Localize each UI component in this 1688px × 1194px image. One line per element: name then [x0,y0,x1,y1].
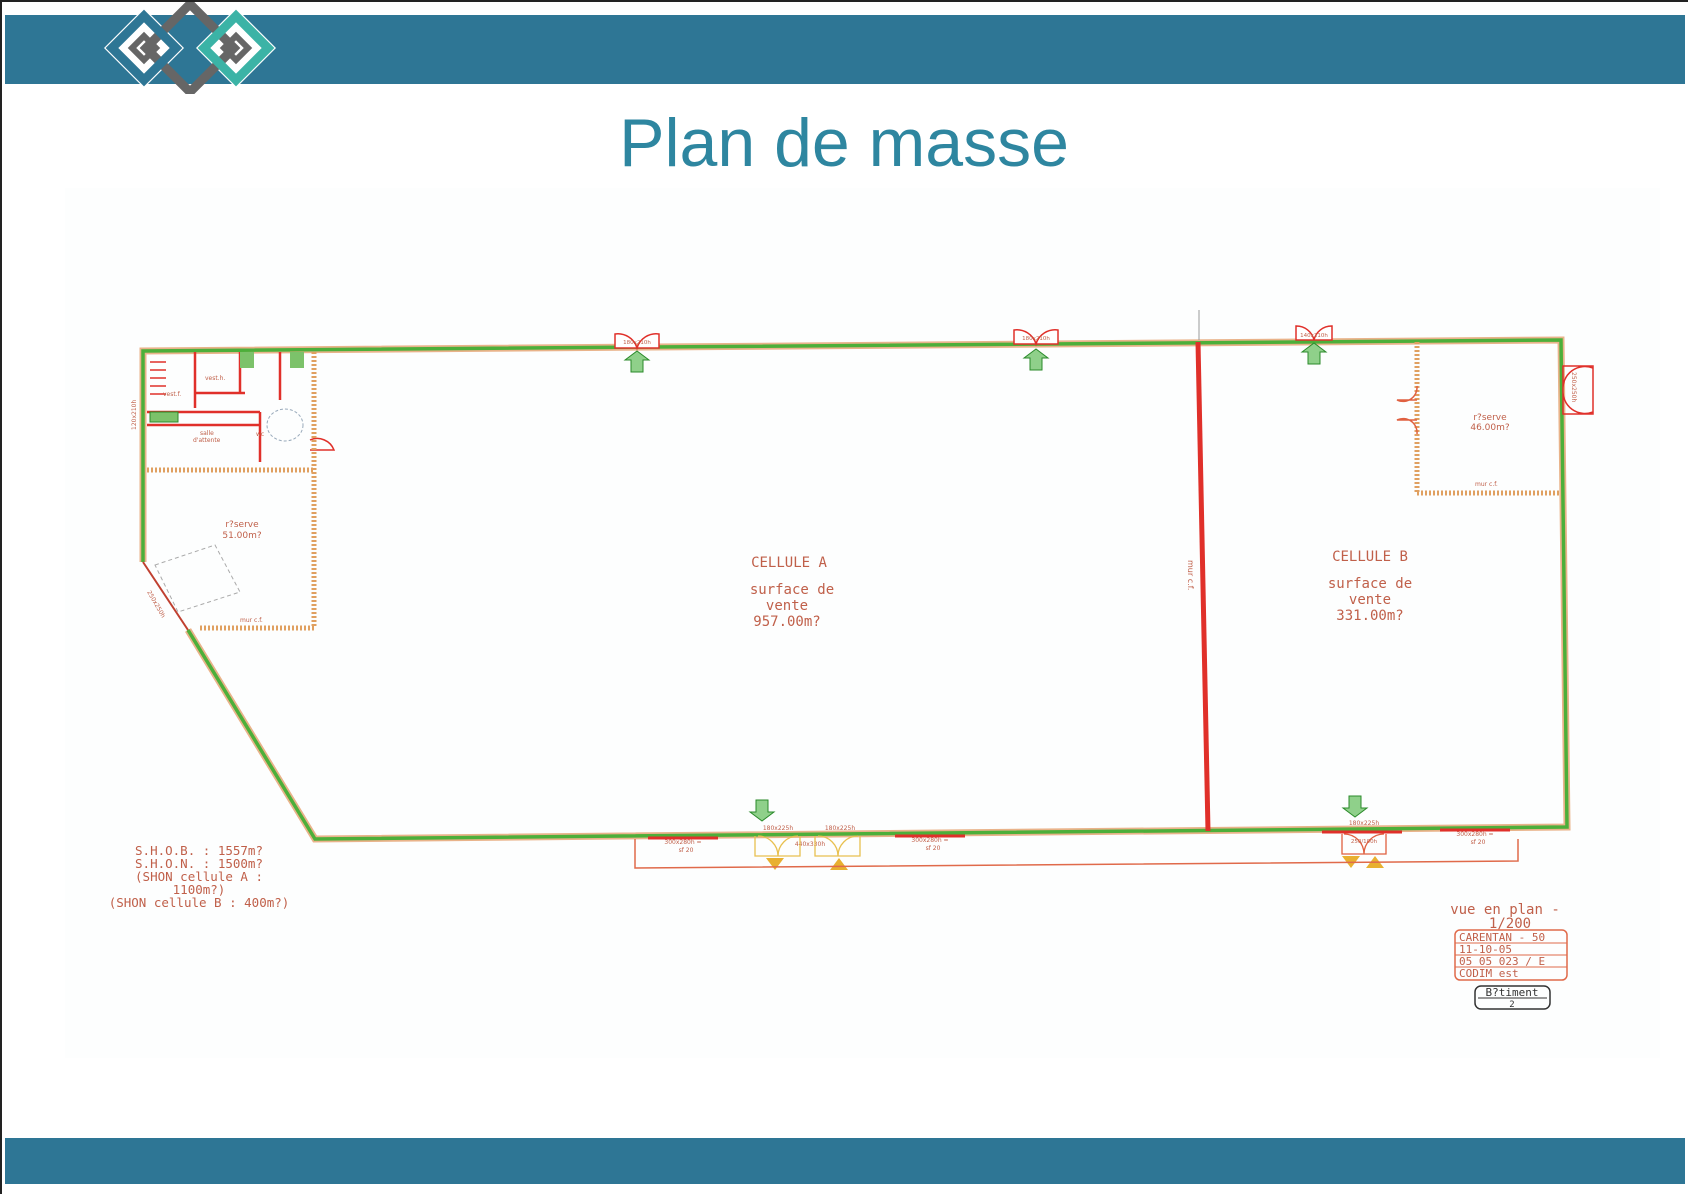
plan-doors-left: 120x210h [131,400,138,430]
plan-rooms-salle: salle [200,430,214,437]
bottom-doors: 180x225h 180x225h 440x330h 180x225h 250/… [748,795,1402,870]
plan-cellule_b-line1: surface de [1328,576,1412,592]
footer-band [5,1138,1685,1184]
reserve-a-walls [147,352,317,631]
plan-notes-2: (SHON cellule A : [135,869,263,884]
wc-fixture [290,352,304,368]
plan-doors-top3: 140x210h [1300,333,1328,339]
plan-title_block-building_no: 2 [1509,1000,1514,1010]
plan-doors-bottom1: 180x225h [763,825,793,832]
cellule-a-label: CELLULE A surface de vente 957.00m? [750,555,834,630]
entry-arrow-icon [766,858,784,870]
plan-doors-top2: 180x210h [1022,336,1050,342]
plan-doors-sf3: 300x280h = [1456,831,1493,838]
plan-rooms-mur_cf: mur c.f. [1475,481,1498,488]
plan-doors-sf3b: sf 20 [1471,839,1486,846]
plan-cellule_b-line2: vente [1349,592,1391,608]
sidewalk-line [634,839,1519,869]
page-title: Plan de masse [619,105,1069,181]
plan-rooms-mur_cf: mur c.f. [240,617,263,624]
plan-doors-sf1: 300x280h = [664,839,701,846]
cellule-b-label: CELLULE B surface de vente 331.00m? [1328,549,1412,624]
plan-reserve_b-name: r?serve [1473,413,1507,423]
plan-title_block-rows-2: 05 05 023 / E [1459,955,1545,968]
plan-doors-top1: 180x210h [623,340,651,346]
top-door-2: 180x210h [1013,329,1059,371]
dashed-outline [154,544,241,613]
plan-notes-3: 1100m?) [173,882,226,897]
plan-doors-bottom3_split: 250/100h [1351,839,1378,845]
plan-reserve_b-area: 46.00m? [1470,423,1510,433]
shop-fronts: 300x280h = sf 20 300x280h = sf 20 300x28… [648,828,1510,854]
title-block: vue en plan - 1/200 CARENTAN - 50 11-10-… [1450,902,1568,1010]
plan-cellule_b-area: 331.00m? [1336,608,1403,624]
plan-doors-right: 250x250h [1570,372,1577,402]
reserve-b-door [1396,385,1418,435]
plan-doors-bottom2: 180x225h [825,825,855,832]
plan-notes-0: S.H.O.B. : 1557m? [135,843,263,858]
header-band [5,15,1685,84]
four-diamonds-logo [104,2,276,94]
plan-title_block-building: B?timent [1486,986,1539,999]
plan-doors-sf2b: sf 20 [926,845,941,852]
plan-title_block-rows-1: 11-10-05 [1459,943,1512,956]
plan-notes-4: (SHON cellule B : 400m?) [109,895,290,910]
plan-doors-bottom3: 180x225h [1349,820,1379,827]
plan-cellule_a-line1: surface de [750,582,834,598]
top-door-1: 180x210h [614,333,660,373]
plan-rooms-attente: d'attente [193,437,221,444]
plan-rooms-wc: wc [256,431,264,438]
plan-doors-sf1b: sf 20 [679,847,694,854]
outer-walls [139,336,1571,843]
cellule-divider-wall [1195,341,1211,832]
surface-notes: S.H.O.B. : 1557m? S.H.O.N. : 1500m? (SHO… [109,843,290,910]
plan-rooms-vest_h: vest.h. [205,375,225,382]
divider-label: mur c.f. [1186,560,1195,590]
plan-doors-sf2: 300x280h = [911,837,948,844]
plan-cellule_a-area: 957.00m? [753,614,820,630]
diagonal-door [142,561,189,631]
plan-cellule_a-line2: vente [766,598,808,614]
plan-title_block-scale: 1/200 [1489,916,1531,932]
plan-reserve_a-name: r?serve [225,520,259,530]
right-door [1562,365,1594,415]
plan-title_block-rows-3: CODIM est [1459,967,1519,980]
plan-rooms-vest_f: vest.f. [163,391,181,398]
wc-fixture [240,352,254,368]
plan-reserve_a-area: 51.00m? [222,531,262,541]
plan-cellule_b-name: CELLULE B [1332,549,1408,565]
plan-title_block-view: vue en plan - [1450,902,1560,918]
accessible-wc-symbol [266,408,304,442]
plan-doors-bottom_mid: 440x330h [795,841,825,848]
plan-cellule_a-name: CELLULE A [751,555,827,571]
plan-notes-1: S.H.O.N. : 1500m? [135,856,263,871]
reserve-b-walls [1414,342,1561,496]
top-door-3: 140x210h [1295,325,1333,365]
plan-title_block-rows-0: CARENTAN - 50 [1459,931,1545,944]
left-rooms [147,352,336,462]
plan-background [65,188,1660,1058]
